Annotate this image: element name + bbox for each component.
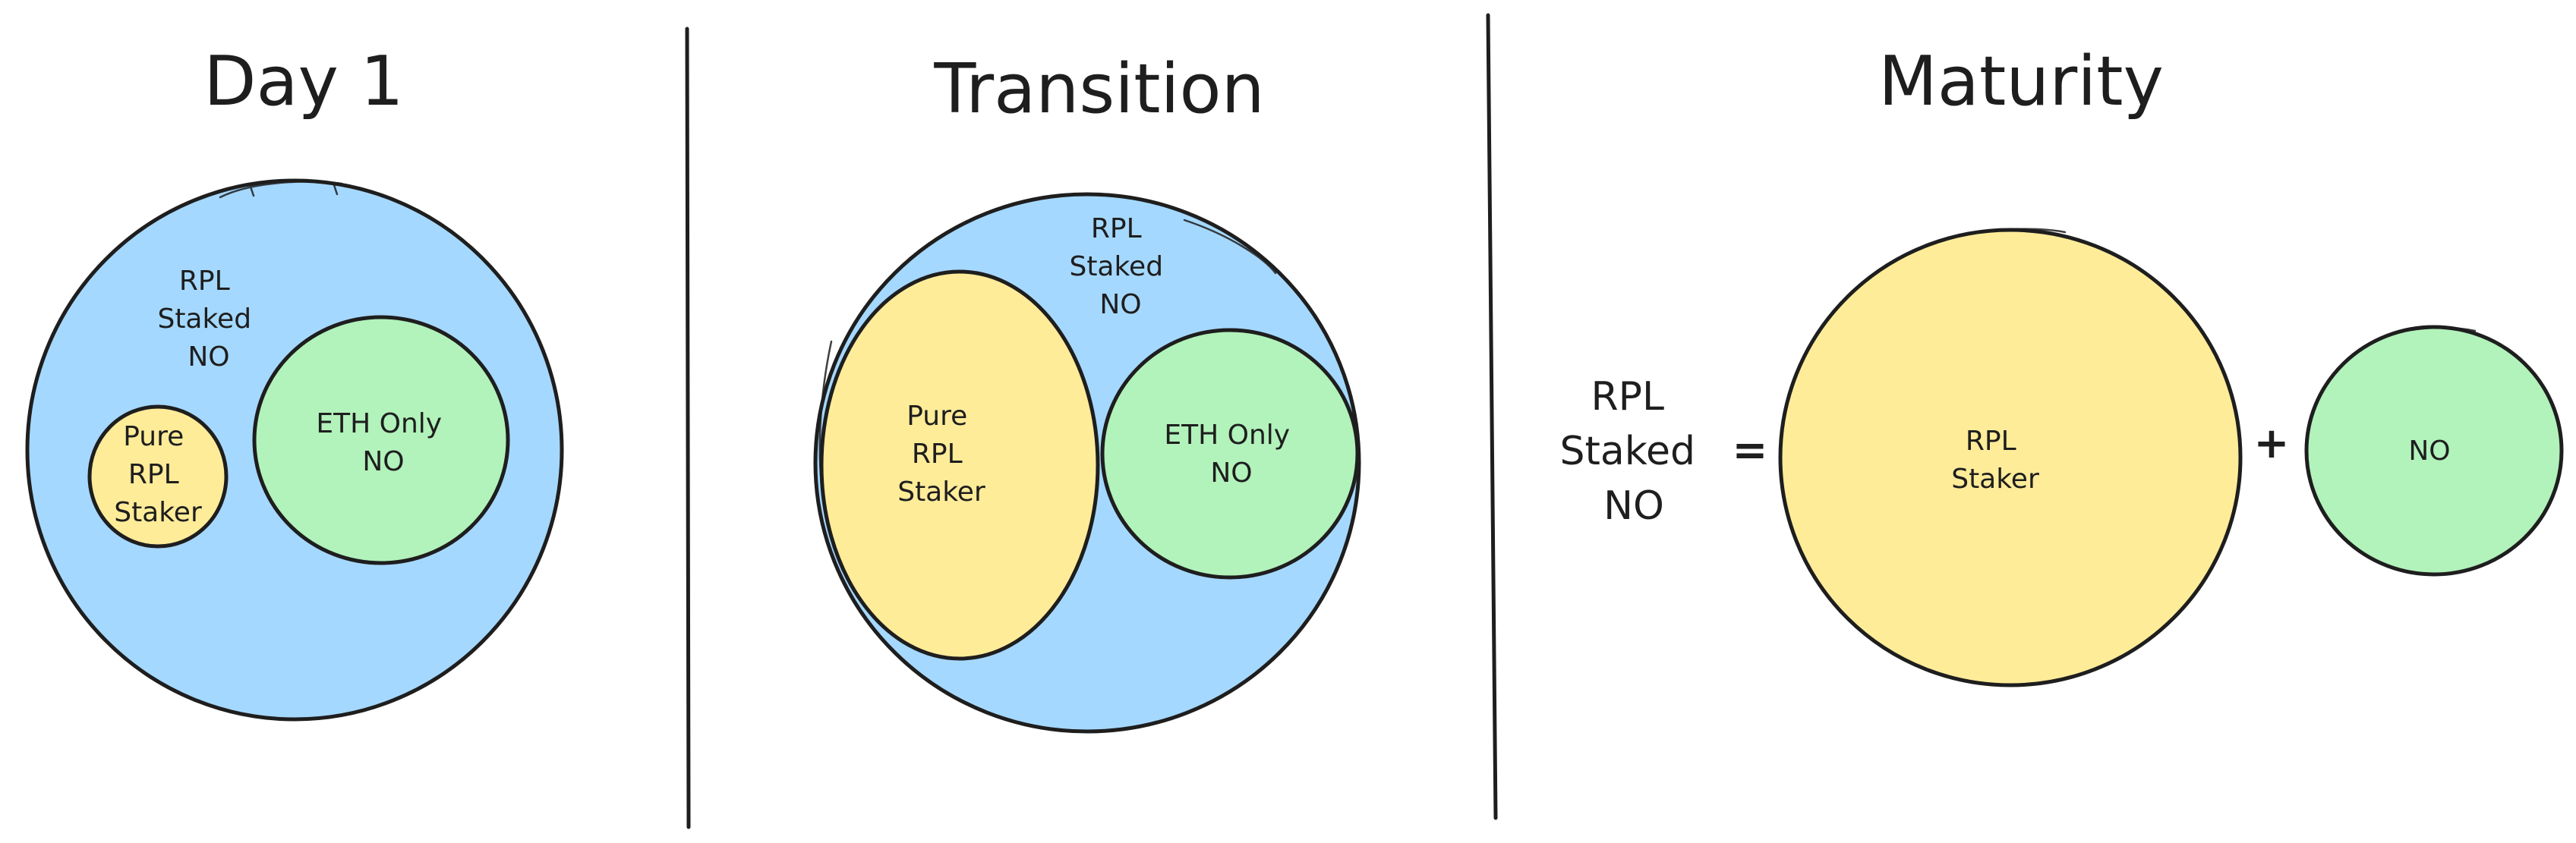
rpl-staker-label-transition-line3: Staker — [897, 477, 985, 508]
rpl-staker-label-maturity-line1: RPL — [1966, 426, 2016, 457]
no-label-maturity: NO — [2408, 436, 2450, 467]
sketch-overlap-day1 — [219, 181, 343, 199]
rpl-staker-label-day1-line2: RPL — [128, 459, 179, 490]
staked-no-label-transition-line3: NO — [1099, 289, 1141, 320]
eth-only-circle-transition — [1100, 328, 1360, 580]
no-label-maturity-line1: NO — [2408, 436, 2450, 467]
eth-only-label-transition-line2: NO — [1210, 458, 1252, 489]
staked-no-label-transition: RPL Staked NO — [1069, 213, 1171, 320]
rpl-staker-circle-transition — [819, 269, 1100, 661]
equals-sign: = — [1733, 426, 1768, 475]
panel-transition: Transition RPL Staked NO Pure RPL Staker… — [813, 49, 1361, 734]
sketch-overlap-maturity — [1927, 228, 2067, 246]
rpl-staker-label-transition-line1: Pure — [906, 401, 967, 432]
panel-day1: Day 1 RPL Staked NO Pure RPL Staker ETH … — [25, 42, 564, 722]
staked-no-label-day1-line3: NO — [188, 341, 229, 373]
rpl-staker-label-maturity-line2: Staker — [1951, 464, 2039, 495]
eth-only-label-day1: ETH Only NO — [316, 408, 450, 477]
divider-right — [1486, 13, 1498, 820]
divider-left — [685, 27, 691, 829]
rpl-staker-label-maturity: RPL Staker — [1951, 426, 2039, 495]
staked-no-label-maturity-line1: RPL — [1591, 374, 1664, 420]
staked-no-label-maturity: RPL Staked NO — [1559, 374, 1707, 529]
sketch-overlap-maturity-no — [2390, 326, 2477, 335]
staked-no-label-transition-line2: Staked — [1069, 251, 1163, 282]
staked-no-label-maturity-line2: Staked — [1559, 429, 1695, 474]
panel-maturity: Maturity RPL Staked NO = RPL Staker + NO — [1559, 42, 2564, 687]
eth-only-label-day1-line1: ETH Only — [316, 408, 442, 439]
panel-title-maturity: Maturity — [1878, 42, 2164, 121]
eth-only-circle-day1 — [252, 315, 510, 565]
eth-only-label-transition: ETH Only NO — [1164, 420, 1298, 489]
staked-no-label-day1: RPL Staked NO — [157, 266, 260, 373]
rpl-staker-circle-maturity — [1778, 228, 2243, 687]
rpl-staker-circle-day1 — [87, 404, 229, 549]
rpl-staker-label-transition: Pure RPL Staker — [897, 401, 985, 508]
staked-no-label-day1-line2: Staked — [157, 304, 251, 335]
rpl-staker-label-day1-line1: Pure — [123, 421, 184, 452]
eth-only-label-day1-line2: NO — [362, 446, 404, 477]
panel-title-transition: Transition — [933, 49, 1264, 129]
staked-no-label-maturity-line3: NO — [1603, 483, 1664, 529]
eth-only-label-transition-line1: ETH Only — [1164, 420, 1290, 451]
panel-title-day1: Day 1 — [203, 42, 404, 121]
rpl-staker-label-day1: Pure RPL Staker — [114, 421, 202, 528]
staked-no-label-transition-line1: RPL — [1091, 213, 1142, 244]
rpl-staker-label-day1-line3: Staker — [114, 497, 202, 528]
staked-no-label-day1-line1: RPL — [179, 266, 230, 297]
rpl-staker-label-transition-line2: RPL — [912, 439, 963, 470]
plus-sign: + — [2254, 419, 2290, 468]
